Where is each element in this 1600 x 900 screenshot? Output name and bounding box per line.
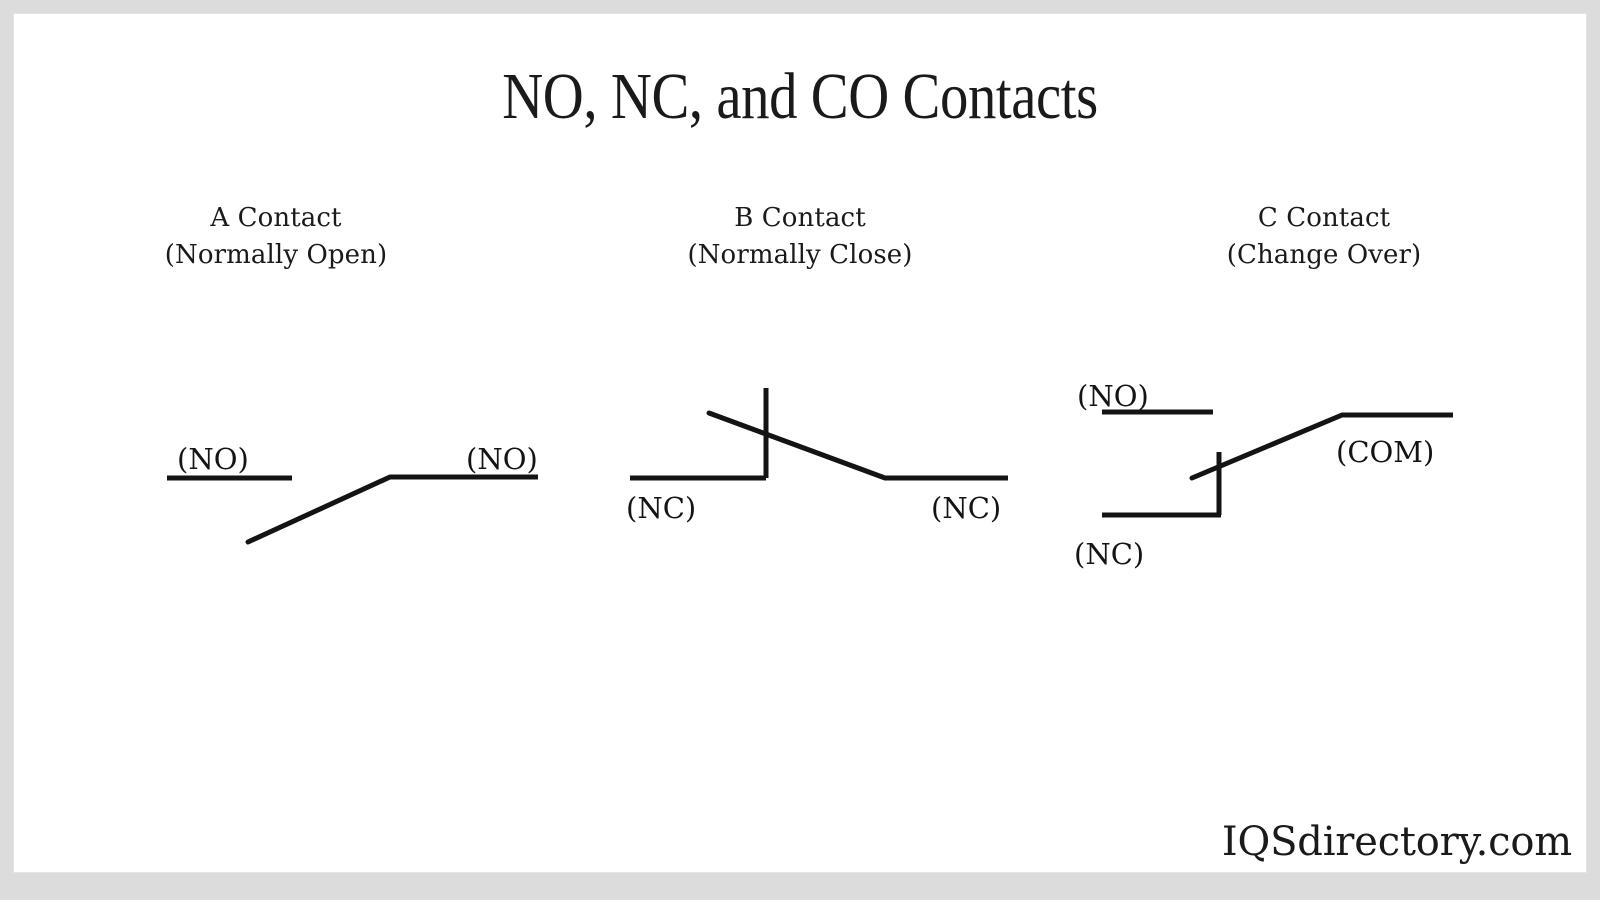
a-contact-right-terminal-label: (NO) bbox=[466, 442, 538, 476]
a-contact-blade bbox=[245, 474, 393, 545]
heading-b-contact-line1: B Contact bbox=[734, 203, 866, 233]
heading-b-contact: B Contact (Normally Close) bbox=[538, 200, 1062, 274]
c-contact-nc-terminal-label: (NC) bbox=[1074, 537, 1144, 571]
c-contact-com-terminal-label: (COM) bbox=[1336, 435, 1434, 469]
symbol-layer: (NO) (NO) (NC) (NC) (NO bbox=[14, 14, 1586, 872]
column-c-contact: C Contact (Change Over) bbox=[1062, 200, 1586, 274]
heading-c-contact-line2: (Change Over) bbox=[1226, 240, 1422, 270]
b-contact-blade bbox=[706, 410, 888, 481]
symbol-b-contact: (NC) (NC) bbox=[626, 388, 1008, 525]
c-contact-no-terminal-label: (NO) bbox=[1077, 379, 1149, 413]
column-b-contact: B Contact (Normally Close) bbox=[538, 200, 1062, 274]
diagram-canvas: NO, NC, and CO Contacts A Contact (Norma… bbox=[14, 14, 1586, 872]
contact-symbols-svg: (NO) (NO) (NC) (NC) (NO bbox=[167, 379, 1453, 571]
page-title: NO, NC, and CO Contacts bbox=[502, 60, 1098, 133]
heading-a-contact-line1: A Contact bbox=[210, 203, 342, 233]
heading-a-contact: A Contact (Normally Open) bbox=[14, 200, 538, 274]
heading-c-contact-line1: C Contact bbox=[1257, 203, 1391, 233]
column-headings: A Contact (Normally Open) B Contact (Nor… bbox=[14, 200, 1586, 274]
b-contact-left-terminal-label: (NC) bbox=[626, 491, 696, 525]
watermark-iqsdirectory: IQSdirectory.com bbox=[1221, 819, 1572, 865]
b-contact-right-terminal-label: (NC) bbox=[931, 491, 1001, 525]
c-contact-blade bbox=[1189, 412, 1345, 481]
a-contact-left-terminal-label: (NO) bbox=[177, 442, 249, 476]
column-a-contact: A Contact (Normally Open) bbox=[14, 200, 538, 274]
symbol-a-contact: (NO) (NO) bbox=[167, 442, 538, 545]
symbol-c-contact: (NO) (NC) (COM) bbox=[1074, 379, 1453, 571]
heading-c-contact: C Contact (Change Over) bbox=[1062, 200, 1586, 274]
heading-a-contact-line2: (Normally Open) bbox=[164, 240, 388, 270]
heading-b-contact-line2: (Normally Close) bbox=[687, 240, 913, 270]
